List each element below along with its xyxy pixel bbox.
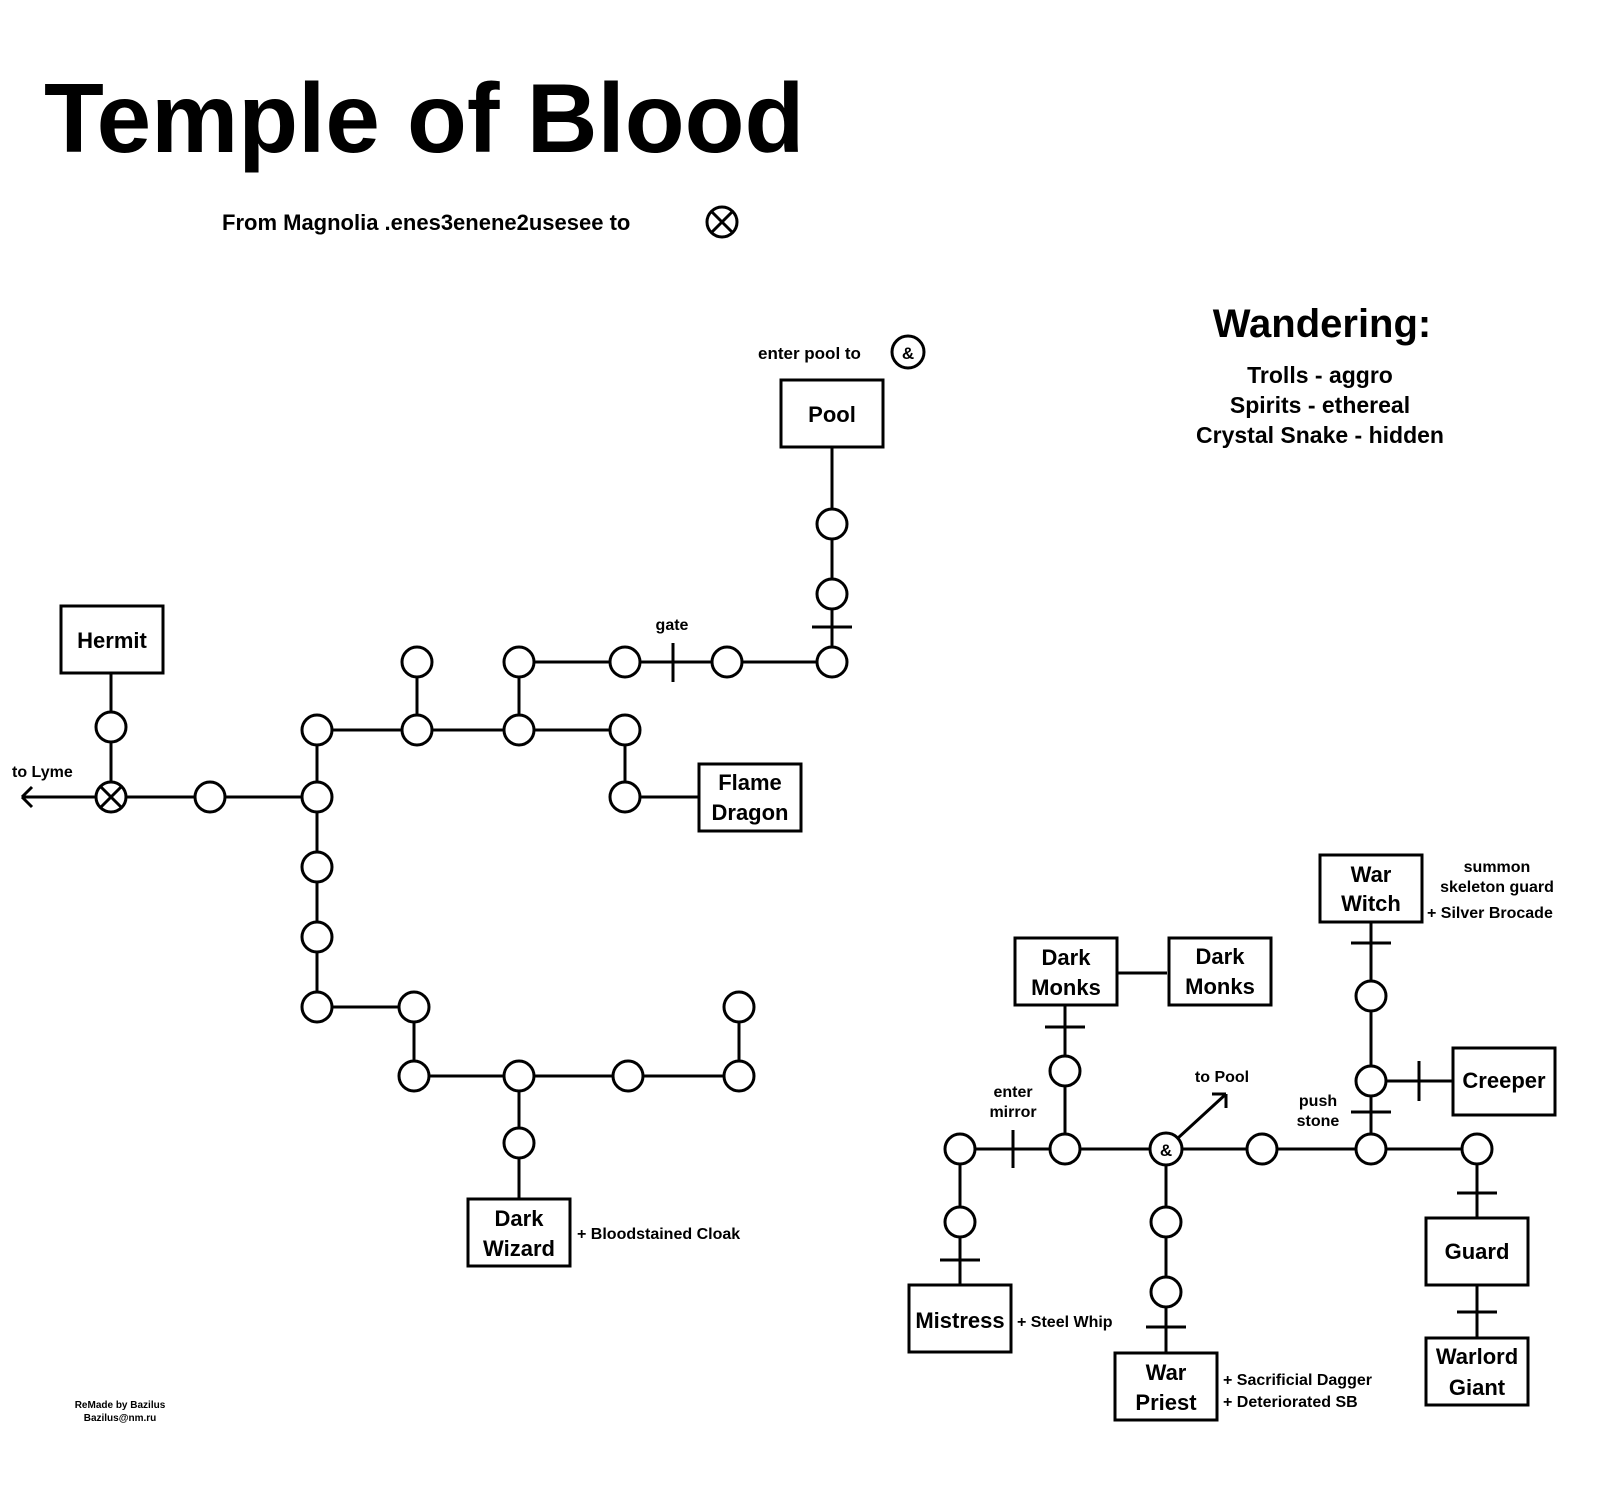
label-summon: summon — [1464, 859, 1531, 876]
svg-text:Hermit: Hermit — [77, 628, 147, 653]
room-node — [815, 507, 849, 541]
box-war-witch: War Witch — [1318, 853, 1424, 924]
room-node — [1149, 1275, 1183, 1309]
svg-text:Wizard: Wizard — [483, 1236, 555, 1261]
wandering-item: Trolls - aggro — [1247, 362, 1393, 388]
label-push-stone: push — [1299, 1093, 1337, 1110]
svg-text:Mistress: Mistress — [915, 1308, 1004, 1333]
room-node — [815, 645, 849, 679]
room-node — [300, 713, 334, 747]
room-node — [400, 713, 434, 747]
svg-text:Dragon: Dragon — [712, 800, 789, 825]
wandering-item: Spirits - ethereal — [1230, 392, 1410, 418]
room-node — [815, 577, 849, 611]
room-node — [502, 713, 536, 747]
room-node — [193, 780, 227, 814]
room-node — [300, 990, 334, 1024]
room-node — [400, 645, 434, 679]
svg-text:Flame: Flame — [718, 770, 782, 795]
credit: Bazilus@nm.ru — [84, 1413, 157, 1424]
box-mistress: Mistress — [907, 1283, 1013, 1354]
box-pool: Pool — [779, 378, 885, 449]
room-node — [608, 780, 642, 814]
room-node — [1245, 1132, 1279, 1166]
label-to-lyme: to Lyme — [12, 764, 73, 781]
box-war-priest: War Priest — [1113, 1351, 1219, 1422]
room-node — [300, 850, 334, 884]
wandering-item: Crystal Snake - hidden — [1196, 422, 1444, 448]
svg-text:Guard: Guard — [1445, 1239, 1510, 1264]
room-node — [611, 1059, 645, 1093]
box-guard: Guard — [1424, 1216, 1530, 1287]
room-node — [502, 1059, 536, 1093]
svg-text:War: War — [1146, 1360, 1187, 1385]
box-dark-monks: Dark Monks — [1013, 936, 1119, 1007]
svg-text:Witch: Witch — [1341, 891, 1401, 916]
room-node — [94, 710, 128, 744]
label-enter-mirror: enter — [993, 1084, 1032, 1101]
svg-text:War: War — [1351, 862, 1392, 887]
label-enter-pool: enter pool to — [758, 344, 861, 363]
room-node — [1354, 1132, 1388, 1166]
label-to-pool: to Pool — [1195, 1069, 1249, 1086]
box-creeper: Creeper — [1451, 1046, 1557, 1117]
svg-text:Creeper: Creeper — [1462, 1068, 1546, 1093]
svg-text:Monks: Monks — [1185, 974, 1255, 999]
svg-text:Dark: Dark — [1196, 944, 1246, 969]
room-node — [1048, 1054, 1082, 1088]
room-node — [943, 1132, 977, 1166]
ampersand-circle-icon: & — [1148, 1131, 1184, 1167]
room-node — [1048, 1132, 1082, 1166]
page-title: Temple of Blood — [44, 63, 804, 173]
label-push-stone: stone — [1297, 1113, 1340, 1130]
loot-item: + Bloodstained Cloak — [577, 1226, 740, 1243]
box-dark-wizard: Dark Wizard — [466, 1197, 572, 1268]
svg-text:Giant: Giant — [1449, 1375, 1506, 1400]
room-node — [722, 1059, 756, 1093]
room-node — [300, 780, 334, 814]
loot-item: + Sacrificial Dagger — [1223, 1372, 1372, 1389]
svg-text:&: & — [902, 344, 914, 363]
loot-item: + Deteriorated SB — [1223, 1394, 1358, 1411]
room-node — [1354, 1064, 1388, 1098]
ampersand-circle-icon: & — [890, 334, 926, 370]
room-node — [722, 990, 756, 1024]
box-dark-monks: Dark Monks — [1167, 936, 1273, 1007]
subtitle: From Magnolia .enes3enene2usesee to — [222, 210, 630, 235]
room-node — [397, 990, 431, 1024]
box-warlord-giant: Warlord Giant — [1424, 1336, 1530, 1407]
label-summon: skeleton guard — [1440, 879, 1554, 896]
label-enter-mirror: mirror — [989, 1104, 1036, 1121]
loot-item: + Steel Whip — [1017, 1314, 1113, 1331]
box-flame-dragon: Flame Dragon — [697, 762, 803, 833]
rooms-right — [943, 979, 1494, 1309]
room-node — [1460, 1132, 1494, 1166]
room-node — [943, 1205, 977, 1239]
svg-text:Monks: Monks — [1031, 975, 1101, 1000]
room-node — [502, 1126, 536, 1160]
svg-text:Warlord: Warlord — [1436, 1344, 1518, 1369]
room-node — [300, 920, 334, 954]
box-hermit: Hermit — [59, 604, 165, 675]
room-node — [710, 645, 744, 679]
rooms-left — [94, 507, 849, 1160]
room-node — [608, 645, 642, 679]
entrance-crossed-circle-icon — [94, 780, 128, 814]
label-gate: gate — [656, 617, 689, 634]
wandering-heading: Wandering: — [1213, 302, 1432, 346]
room-node — [1354, 979, 1388, 1013]
loot-item: + Silver Brocade — [1427, 905, 1553, 922]
room-node — [608, 713, 642, 747]
svg-text:Pool: Pool — [808, 402, 856, 427]
credit: ReMade by Bazilus — [75, 1400, 166, 1411]
room-node — [502, 645, 536, 679]
room-node — [1149, 1205, 1183, 1239]
svg-text:Dark: Dark — [1042, 945, 1092, 970]
svg-text:Dark: Dark — [495, 1206, 545, 1231]
svg-text:&: & — [1160, 1141, 1172, 1160]
crossed-circle-icon — [705, 205, 739, 239]
svg-text:Priest: Priest — [1135, 1390, 1197, 1415]
room-node — [397, 1059, 431, 1093]
